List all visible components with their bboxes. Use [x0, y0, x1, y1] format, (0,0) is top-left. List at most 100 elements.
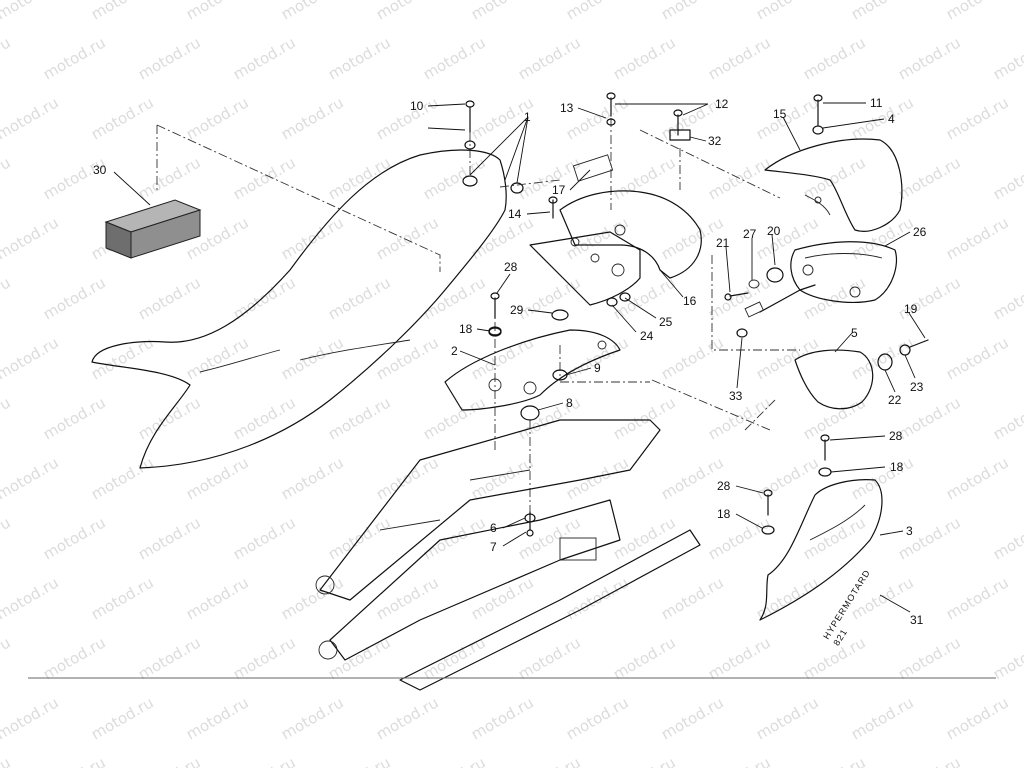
- watermark-text: motod.ru: [468, 0, 537, 23]
- watermark-text: motod.ru: [420, 33, 489, 83]
- watermark-text: motod.ru: [88, 453, 157, 503]
- watermark-text: motod.ru: [753, 93, 822, 143]
- foam-block-drawing: [104, 199, 202, 259]
- watermark-text: motod.ru: [373, 573, 442, 623]
- watermark-text: motod.ru: [135, 33, 204, 83]
- callout-31: 31: [910, 613, 924, 627]
- watermark-text: motod.ru: [135, 273, 204, 323]
- watermark-text: motod.ru: [800, 153, 869, 203]
- callout-18b: 18: [890, 460, 904, 474]
- watermark-text: motod.ru: [0, 333, 62, 383]
- callout-12: 12: [715, 97, 729, 111]
- callout-20: 20: [767, 224, 781, 238]
- watermark-text: motod.ru: [0, 33, 14, 83]
- watermark-text: motod.ru: [515, 753, 584, 768]
- watermark-text: motod.ru: [88, 93, 157, 143]
- watermark-text: motod.ru: [848, 0, 917, 23]
- watermark-text: motod.ru: [183, 93, 252, 143]
- watermark-text: motod.ru: [0, 633, 14, 683]
- watermark-text: motod.ru: [325, 393, 394, 443]
- watermark-text: motod.ru: [278, 453, 347, 503]
- watermark-text: motod.ru: [658, 0, 727, 23]
- watermark-text: motod.ru: [705, 753, 774, 768]
- watermark-text: motod.ru: [563, 693, 632, 743]
- watermark-text: motod.ru: [0, 453, 62, 503]
- watermark-text: motod.ru: [325, 273, 394, 323]
- watermark-text: motod.ru: [183, 573, 252, 623]
- watermark-text: motod.ru: [325, 153, 394, 203]
- callout-18a: 18: [459, 322, 473, 336]
- watermark-text: motod.ru: [40, 273, 109, 323]
- watermark-text: motod.ru: [135, 153, 204, 203]
- callout-23: 23: [910, 380, 924, 394]
- watermark-text: motod.ru: [420, 273, 489, 323]
- watermark-text: motod.ru: [753, 213, 822, 263]
- watermark-text: motod.ru: [88, 333, 157, 383]
- watermark-text: motod.ru: [420, 513, 489, 563]
- callout-17: 17: [552, 183, 566, 197]
- seat-drawing: [91, 149, 524, 469]
- leader-lines: [113, 102, 926, 613]
- watermark-text: motod.ru: [278, 0, 347, 23]
- watermark-text: motod.ru: [943, 693, 1012, 743]
- watermark-text: motod.ru: [373, 333, 442, 383]
- watermark-text: motod.ru: [40, 393, 109, 443]
- callout-3: 3: [906, 524, 913, 538]
- callout-6: 6: [490, 521, 497, 535]
- watermark-text: motod.ru: [420, 753, 489, 768]
- watermark-text: motod.ru: [135, 513, 204, 563]
- watermark-text: motod.ru: [0, 93, 62, 143]
- watermark-text: motod.ru: [800, 753, 869, 768]
- callout-26: 26: [913, 225, 927, 239]
- callout-16: 16: [683, 294, 697, 308]
- watermark-text: motod.ru: [183, 0, 252, 23]
- watermark-text: motod.ru: [563, 0, 632, 23]
- watermark-text: motod.ru: [610, 633, 679, 683]
- callout-8: 8: [566, 396, 573, 410]
- watermark-text: motod.ru: [610, 153, 679, 203]
- callout-14: 14: [508, 207, 522, 221]
- watermark-text: motod.ru: [848, 213, 917, 263]
- watermark-text: motod.ru: [468, 693, 537, 743]
- watermark-text: motod.ru: [0, 573, 62, 623]
- watermark-text: motod.ru: [278, 93, 347, 143]
- watermark-text: motod.ru: [0, 273, 14, 323]
- watermark-text: motod.ru: [753, 333, 822, 383]
- tail-cover-drawing: [764, 138, 903, 232]
- watermark-text: motod.ru: [990, 753, 1024, 768]
- side-fairing-drawing: [759, 479, 883, 621]
- watermark-text: motod.ru: [658, 693, 727, 743]
- watermark-text: motod.ru: [278, 333, 347, 383]
- watermark-text: motod.ru: [0, 0, 62, 23]
- watermark-text: motod.ru: [943, 573, 1012, 623]
- watermark-text: motod.ru: [943, 453, 1012, 503]
- watermark-text: motod.ru: [183, 693, 252, 743]
- watermark-text: motod.ru: [895, 393, 964, 443]
- subframe-drawing: [315, 419, 701, 691]
- callout-10: 10: [410, 99, 424, 113]
- watermark-text: motod.ru: [990, 513, 1024, 563]
- callout-15: 15: [773, 107, 787, 121]
- watermark-text: motod.ru: [135, 393, 204, 443]
- watermark-text: motod.ru: [0, 693, 62, 743]
- callout-2: 2: [451, 344, 458, 358]
- watermark-text: motod.ru: [705, 513, 774, 563]
- watermark-text: motod.ru: [325, 753, 394, 768]
- callout-13: 13: [560, 101, 574, 115]
- watermark-text: motod.ru: [230, 33, 299, 83]
- watermark-text: motod.ru: [40, 513, 109, 563]
- watermark-text: motod.ru: [943, 333, 1012, 383]
- watermark-text: motod.ru: [88, 693, 157, 743]
- callout-7: 7: [490, 540, 497, 554]
- watermark-text: motod.ru: [0, 213, 62, 263]
- watermark-text: motod.ru: [40, 633, 109, 683]
- watermark-text: motod.ru: [515, 33, 584, 83]
- watermark-text: motod.ru: [848, 693, 917, 743]
- watermark-text: motod.ru: [800, 513, 869, 563]
- watermark-text: motod.ru: [895, 33, 964, 83]
- callout-33: 33: [729, 389, 743, 403]
- watermark-text: motod.ru: [373, 693, 442, 743]
- watermark-text: motod.ru: [990, 33, 1024, 83]
